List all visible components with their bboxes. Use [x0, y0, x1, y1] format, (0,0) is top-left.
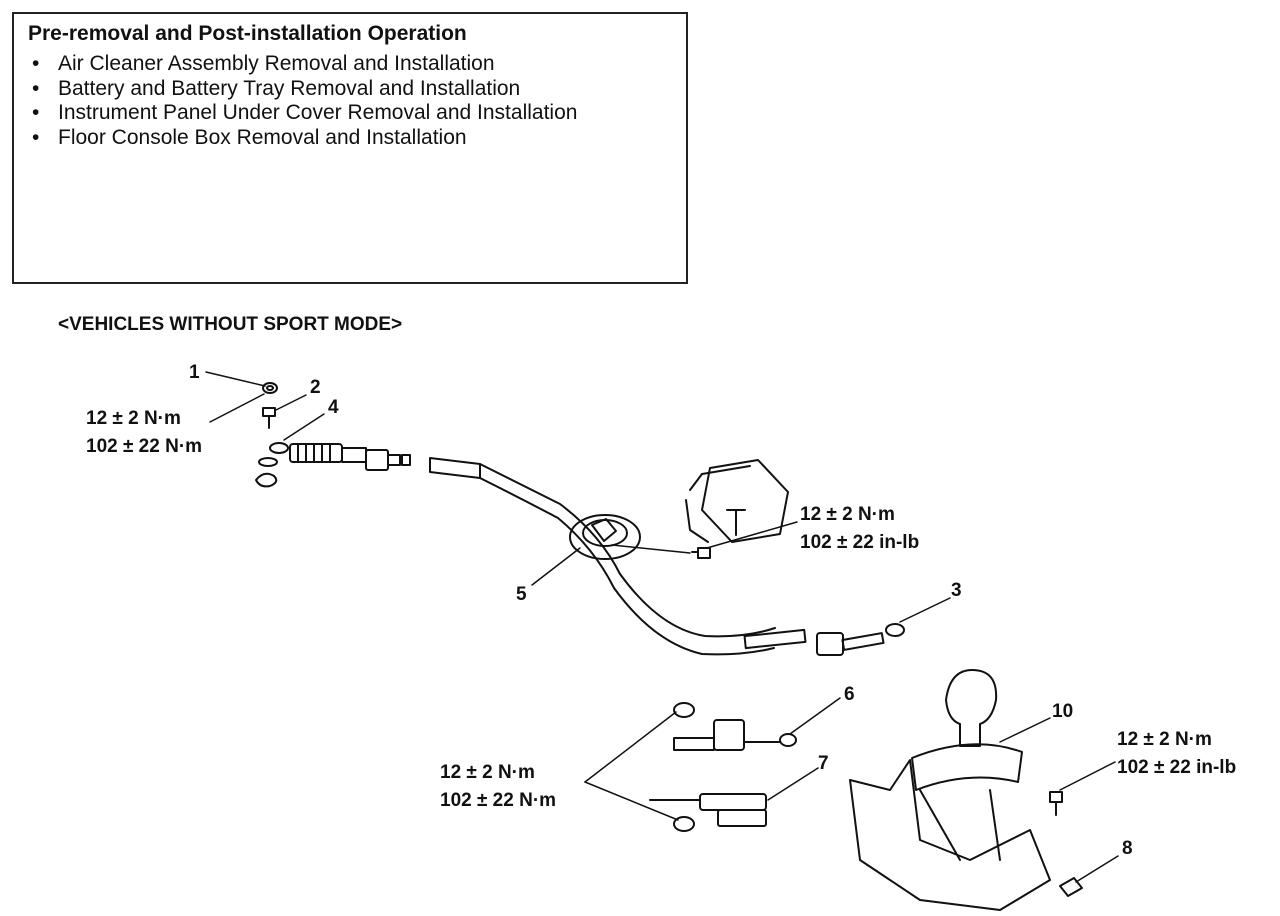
bolt-right	[1049, 791, 1063, 816]
nuts-bottom	[673, 702, 695, 832]
torque-label-right-imperial: 102 ± 22 in-lb	[1117, 757, 1237, 778]
callout-5: 5	[516, 584, 527, 605]
torque-label-bottom-left-second: 102 ± 22 N·m	[440, 790, 557, 811]
bolt-part-2	[262, 407, 276, 429]
torque-label-top-left-metric: 12 ± 2 N·m	[86, 408, 181, 429]
callout-4: 4	[328, 397, 339, 418]
callout-2: 2	[310, 377, 321, 398]
section-label: <VEHICLES WITHOUT SPORT MODE>	[58, 314, 403, 335]
pre-removal-operations-box: Pre-removal and Post-installation Operat…	[12, 12, 688, 284]
nut-part-1	[262, 382, 278, 394]
operation-item: Battery and Battery Tray Removal and Ins…	[28, 77, 672, 102]
torque-label-mid-metric: 12 ± 2 N·m	[800, 504, 895, 525]
callout-7: 7	[818, 753, 829, 774]
operation-item: Instrument Panel Under Cover Removal and…	[28, 101, 672, 126]
transmission-cable-part-4	[269, 442, 807, 656]
leader-lines	[205, 371, 1119, 883]
selector-lever-assembly-part-10	[849, 669, 1051, 911]
operation-item: Air Cleaner Assembly Removal and Install…	[28, 52, 672, 77]
washer-and-clip	[255, 457, 278, 488]
operations-title: Pre-removal and Post-installation Operat…	[28, 22, 467, 45]
torque-label-top-left-second: 102 ± 22 N·m	[86, 436, 203, 457]
callout-6: 6	[844, 684, 855, 705]
grommet-cover	[685, 459, 789, 543]
clip-part-8	[1059, 877, 1083, 897]
callout-3: 3	[951, 580, 962, 601]
callout-8: 8	[1122, 838, 1133, 859]
torque-label-right-metric: 12 ± 2 N·m	[1117, 729, 1212, 750]
operation-item: Floor Console Box Removal and Installati…	[28, 126, 672, 151]
operations-list: Air Cleaner Assembly Removal and Install…	[28, 52, 672, 150]
callout-10: 10	[1052, 701, 1074, 722]
torque-label-bottom-left-metric: 12 ± 2 N·m	[440, 762, 535, 783]
grommet-part-5	[569, 514, 641, 560]
callout-1: 1	[189, 362, 200, 383]
cable-end-part-3	[816, 623, 905, 656]
cable-part-7	[649, 793, 767, 827]
bolt-mid	[691, 547, 711, 559]
cable-part-6	[673, 719, 797, 751]
torque-label-mid-imperial: 102 ± 22 in-lb	[800, 532, 920, 553]
